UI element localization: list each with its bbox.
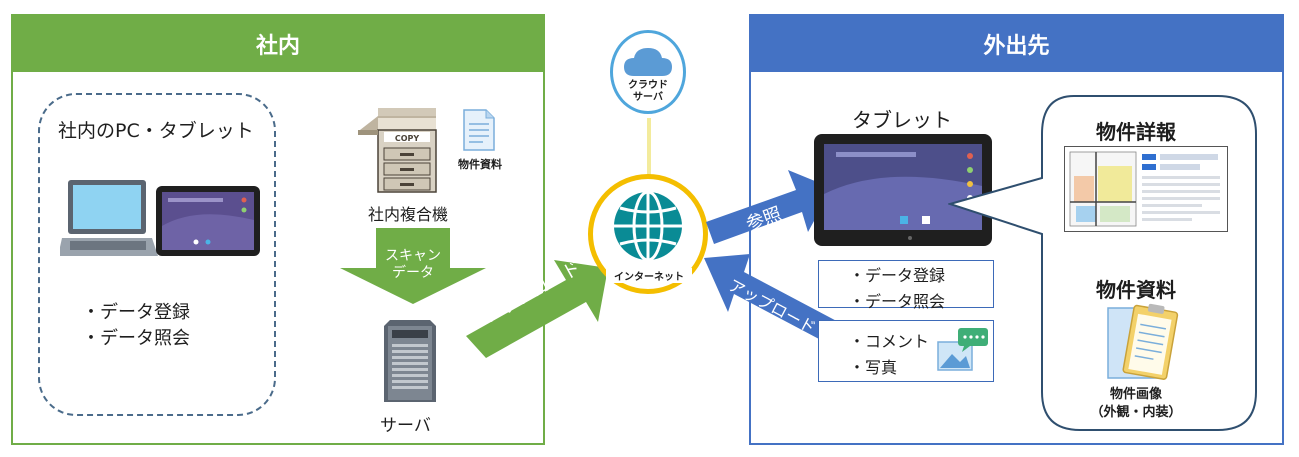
document-label: 物件資料 bbox=[458, 158, 502, 171]
upload-item: ・写真 bbox=[849, 358, 898, 377]
outside-tablet-icon bbox=[814, 134, 992, 246]
office-upload-arrow bbox=[466, 260, 608, 358]
photo-comment-icon bbox=[937, 328, 988, 371]
cloud-label-line: クラウド bbox=[628, 80, 668, 91]
cloud-label-line: サーバ bbox=[633, 92, 663, 103]
office-pc-tablet-group bbox=[38, 93, 276, 416]
upload-item: ・コメント bbox=[849, 332, 930, 351]
refer-arrow bbox=[706, 170, 832, 244]
outside-title: 外出先 bbox=[751, 16, 1282, 72]
scan-data-arrow-text: スキャン データ bbox=[378, 248, 448, 282]
in-office-title: 社内 bbox=[13, 16, 543, 72]
cloud-server-label: クラウド サーバ bbox=[622, 80, 674, 104]
office-tablet-icon bbox=[156, 186, 260, 256]
globe-icon bbox=[614, 190, 682, 262]
outside-upload-arrow bbox=[704, 254, 846, 348]
copier-text: COPY bbox=[395, 134, 420, 143]
in-office-panel: 社内 bbox=[11, 14, 545, 445]
property-image-label: 物件画像 （外観・内装） bbox=[1086, 386, 1186, 422]
property-detail-sheet-icon bbox=[1064, 146, 1228, 232]
office-feature-list: ・データ登録 ・データ照会 bbox=[82, 300, 190, 352]
property-image-label-line: 物件画像 bbox=[1109, 387, 1162, 402]
document-icon bbox=[463, 109, 495, 151]
scan-text-line: データ bbox=[392, 265, 434, 281]
outside-tablet-label: タブレット bbox=[852, 108, 952, 132]
outside-feature-item: ・データ登録 bbox=[849, 266, 946, 285]
internet-label: インターネット bbox=[606, 268, 692, 283]
property-material-title: 物件資料 bbox=[1096, 278, 1176, 302]
cloud-icon bbox=[624, 48, 672, 76]
copier-label: 社内複合機 bbox=[368, 205, 449, 224]
server-icon bbox=[384, 320, 436, 402]
property-detail-title: 物件詳報 bbox=[1096, 120, 1176, 144]
outside-feature-box: ・データ登録 ・データ照会 bbox=[818, 260, 994, 311]
cloud-connector-line bbox=[647, 118, 651, 178]
office-feature-item: ・データ登録 bbox=[82, 302, 190, 323]
office-pc-tablet-title: 社内のPC・タブレット bbox=[58, 120, 254, 142]
outside-feature-item: ・データ照会 bbox=[849, 292, 946, 311]
server-label: サーバ bbox=[380, 416, 431, 436]
clipboard-icon bbox=[1107, 303, 1179, 380]
scan-data-arrow bbox=[340, 228, 486, 304]
laptop-icon bbox=[60, 180, 158, 256]
copier-icon: COPY bbox=[358, 108, 437, 193]
office-feature-item: ・データ照会 bbox=[82, 328, 190, 349]
scan-text-line: スキャン bbox=[385, 248, 441, 264]
property-image-label-line: （外観・内装） bbox=[1090, 405, 1182, 420]
